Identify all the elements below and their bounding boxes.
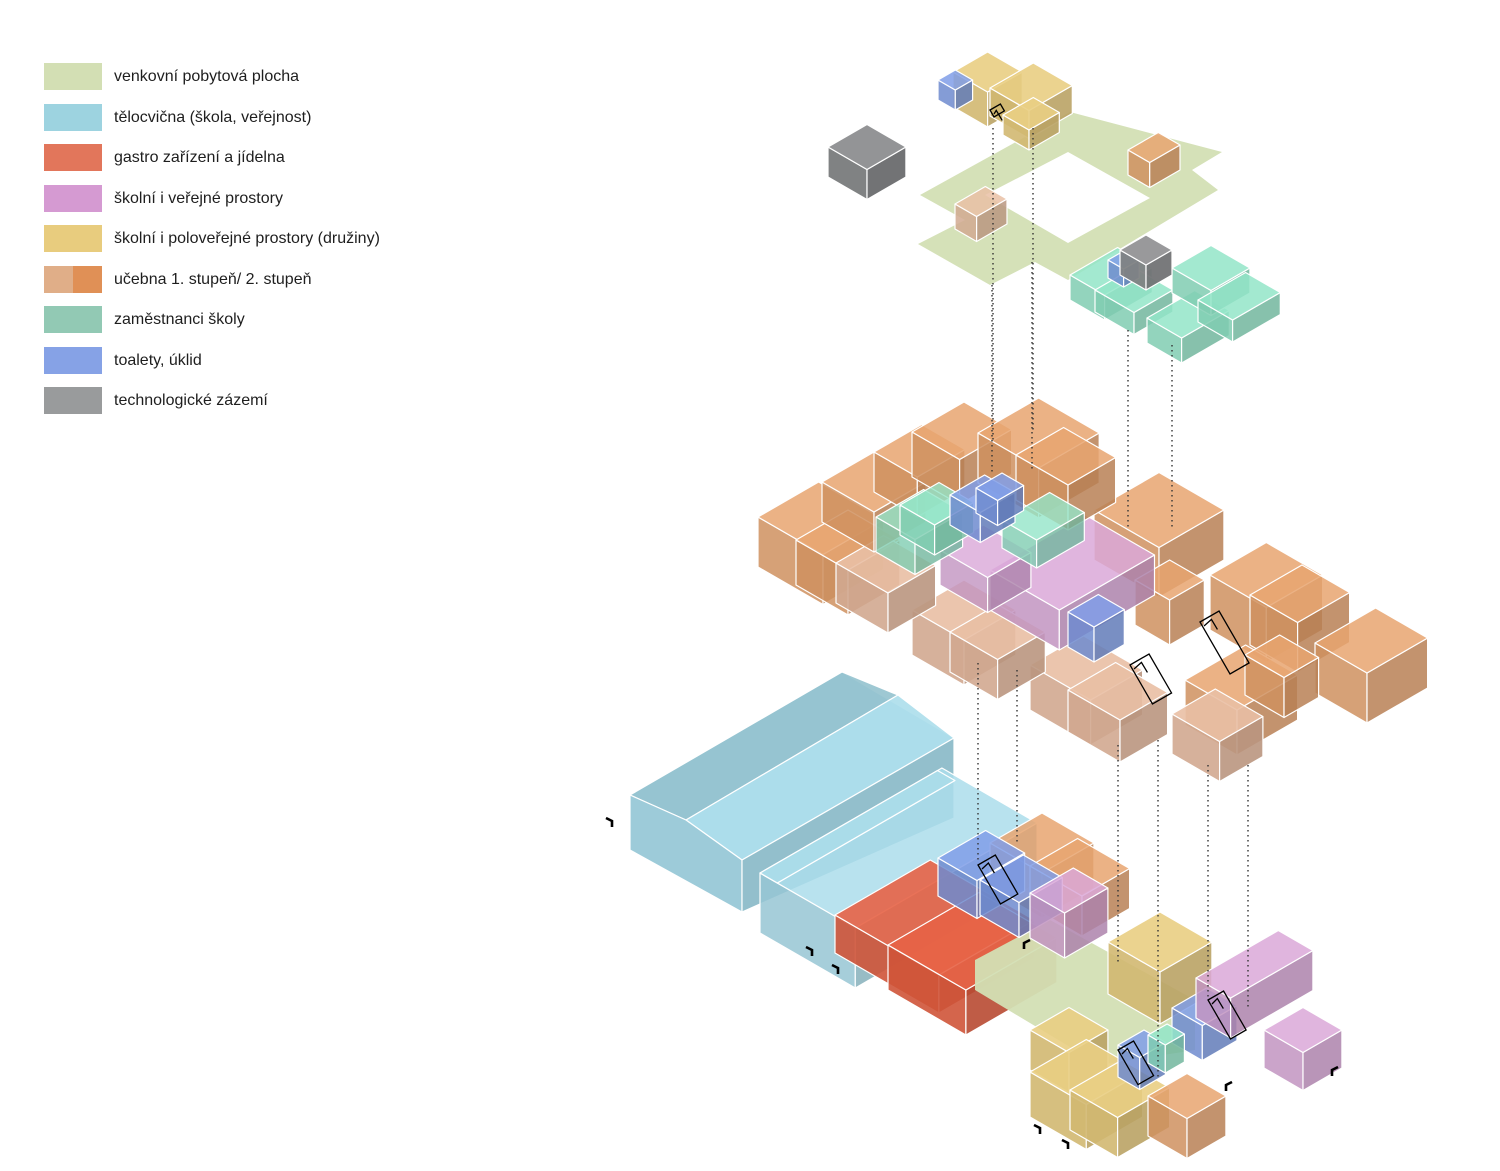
staircase-symbol bbox=[977, 854, 1019, 905]
staff-ground-a bbox=[1147, 1023, 1186, 1074]
public-ground-b bbox=[1263, 1006, 1343, 1092]
legend-label: zaměstnanci školy bbox=[114, 311, 245, 328]
legend-item: školní i veřejné prostory bbox=[44, 184, 464, 226]
classroom-l1-r5 bbox=[1244, 634, 1320, 719]
legend-label: tělocvična (škola, veřejnost) bbox=[114, 108, 312, 126]
classroom-l2-b bbox=[1127, 131, 1181, 189]
toilet-l1-c bbox=[975, 472, 1025, 527]
staircase-symbol bbox=[1129, 653, 1173, 705]
section-marker bbox=[605, 816, 614, 827]
semipublic-ground-a bbox=[1107, 911, 1213, 1025]
toilet-l1-a bbox=[1067, 593, 1125, 663]
section-marker bbox=[1330, 1065, 1339, 1076]
legend-label: venkovní pobytová plocha bbox=[114, 68, 300, 85]
legend-item: zaměstnanci školy bbox=[44, 306, 464, 347]
legend-label: toalety, úklid bbox=[114, 351, 202, 369]
staircase-symbol bbox=[989, 103, 1006, 121]
classroom-l2-a bbox=[954, 185, 1008, 243]
legend: venkovní pobytová plocha tělocvična (škol… bbox=[44, 63, 464, 428]
legend-label: školní i veřejné prostory bbox=[114, 189, 283, 207]
legend-item: školní i poloveřejné prostory (družiny) bbox=[44, 225, 464, 266]
legend-swatch bbox=[44, 306, 102, 333]
classroom-l1-m2 bbox=[1067, 661, 1169, 763]
tech-l2-core bbox=[1119, 234, 1173, 291]
legend-swatch bbox=[44, 387, 102, 414]
legend-swatch bbox=[44, 225, 102, 252]
section-marker bbox=[1033, 1123, 1042, 1134]
classroom-ground-c bbox=[1147, 1072, 1227, 1160]
legend-swatch bbox=[44, 184, 102, 212]
legend-swatch bbox=[44, 144, 102, 171]
legend-item: učebna 1. stupeň/ 2. stupeň bbox=[44, 265, 464, 307]
staircase-symbol bbox=[1199, 610, 1250, 675]
legend-item: technologické zázemí bbox=[44, 387, 464, 428]
staircase-symbol bbox=[1117, 1040, 1155, 1086]
legend-label: školní i poloveřejné prostory (družiny) bbox=[114, 230, 380, 247]
gym-roof-band bbox=[759, 769, 956, 884]
public-ground-small bbox=[1029, 867, 1109, 959]
ground-courtyard bbox=[975, 920, 1195, 1065]
legend-item: venkovní pobytová plocha bbox=[44, 63, 464, 104]
section-marker bbox=[1224, 1080, 1233, 1091]
legend-swatch bbox=[44, 63, 102, 90]
legend-item: gastro zařízení a jídelna bbox=[44, 144, 464, 185]
staircase-symbol bbox=[1207, 990, 1247, 1040]
semipublic-l2-c bbox=[1002, 96, 1060, 151]
classroom-l1-l3 bbox=[835, 534, 937, 634]
section-marker bbox=[1022, 938, 1031, 949]
legend-item: toalety, úklid bbox=[44, 346, 464, 388]
legend-swatch bbox=[44, 346, 102, 374]
classroom-l1-light-r bbox=[1171, 688, 1264, 783]
section-marker bbox=[1061, 1138, 1070, 1149]
section-marker bbox=[805, 945, 814, 956]
legend-label: technologické zázemí bbox=[114, 392, 268, 409]
section-marker bbox=[831, 963, 840, 974]
staff-l2-e bbox=[1197, 271, 1281, 343]
classroom-l1-m6 bbox=[949, 603, 1046, 701]
legend-item: tělocvična (škola, veřejnost) bbox=[44, 103, 464, 145]
toilet-l2-a bbox=[937, 69, 974, 111]
vertical-connection-lines bbox=[977, 128, 1249, 1080]
terrace-courtyard-void bbox=[985, 152, 1150, 243]
legend-label: učebna 1. stupeň/ 2. stupeň bbox=[114, 270, 312, 288]
legend-swatch bbox=[44, 103, 102, 131]
legend-swatch bbox=[44, 265, 102, 293]
staff-l1-c bbox=[1001, 491, 1085, 569]
legend-label: gastro zařízení a jídelna bbox=[114, 149, 285, 166]
tech-l2-floating bbox=[827, 123, 907, 201]
